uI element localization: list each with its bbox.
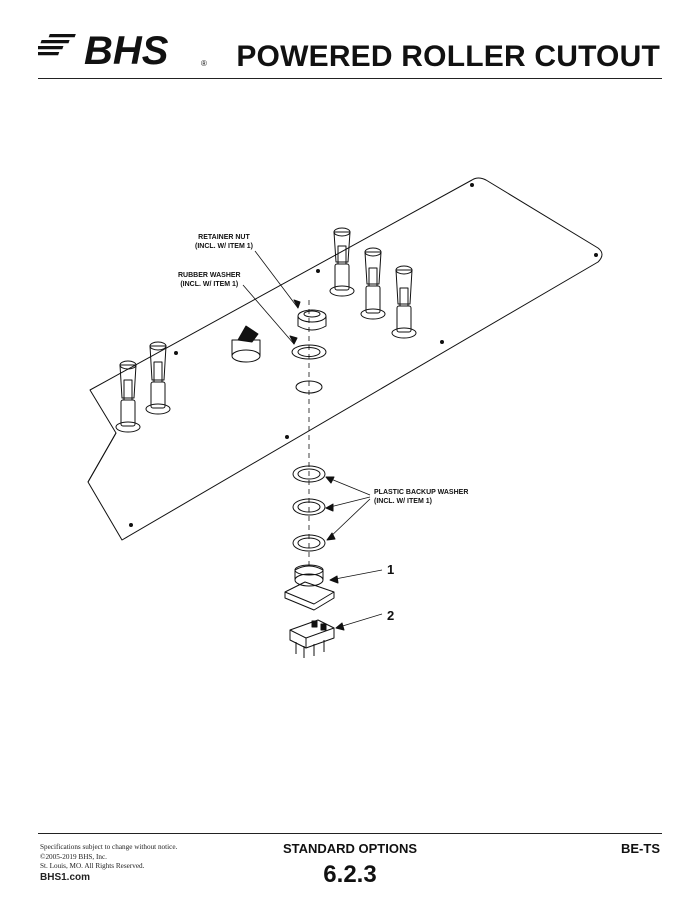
panel-plate bbox=[87, 177, 603, 541]
panel-edge bbox=[87, 432, 117, 483]
logo-brand-text: BHS bbox=[84, 29, 169, 72]
callout-plastic-backup-washer: PLASTIC BACKUP WASHER (INCL. W/ ITEM 1) bbox=[374, 489, 469, 505]
contact-block-item-2 bbox=[289, 619, 335, 658]
push-button-item-1 bbox=[284, 564, 335, 611]
plastic-backup-washer-3 bbox=[292, 534, 326, 552]
footer-disclaimer: Specifications subject to change without… bbox=[40, 843, 178, 851]
footer-legal: Specifications subject to change without… bbox=[40, 843, 177, 882]
exploded-assembly-drawing bbox=[87, 177, 603, 658]
plastic-backup-washer-1 bbox=[292, 465, 326, 483]
section-number: 6.2.3 bbox=[323, 861, 377, 888]
selector-switch-left-2 bbox=[145, 341, 171, 415]
callout-rubber-washer: RUBBER WASHER (INCL. W/ ITEM 1) bbox=[178, 272, 241, 288]
selector-switch-right-2 bbox=[360, 247, 386, 320]
selector-switch-left-1 bbox=[115, 360, 141, 433]
rubber-washer-arrow bbox=[289, 335, 298, 345]
plastic-backup-washer-2 bbox=[292, 498, 326, 516]
footer-copyright: ©2005-2019 BHS, Inc. bbox=[40, 852, 107, 861]
callout-retainer-nut: RETAINER NUT (INCL. W/ ITEM 1) bbox=[195, 234, 253, 250]
document-code: BE-TS bbox=[621, 841, 660, 856]
retainer-nut bbox=[297, 309, 327, 331]
footer-website-link[interactable]: BHS1.com bbox=[40, 871, 91, 883]
footer-divider bbox=[38, 833, 662, 834]
bhs-logo: BHS ® bbox=[38, 29, 207, 72]
section-title: STANDARD OPTIONS bbox=[282, 841, 418, 856]
selector-switch-right-1 bbox=[329, 227, 355, 297]
page-title: POWERED ROLLER CUTOUT bbox=[236, 40, 660, 73]
retainer-nut-arrow bbox=[293, 299, 301, 309]
registered-mark: ® bbox=[201, 59, 207, 68]
selector-switch-right-3 bbox=[391, 265, 417, 339]
item-number-1: 1 bbox=[387, 562, 395, 577]
header-divider bbox=[38, 78, 662, 79]
selector-knob bbox=[231, 325, 261, 363]
footer-location: St. Louis, MO. All Rights Reserved. bbox=[40, 862, 145, 871]
item-number-2: 2 bbox=[387, 608, 395, 623]
